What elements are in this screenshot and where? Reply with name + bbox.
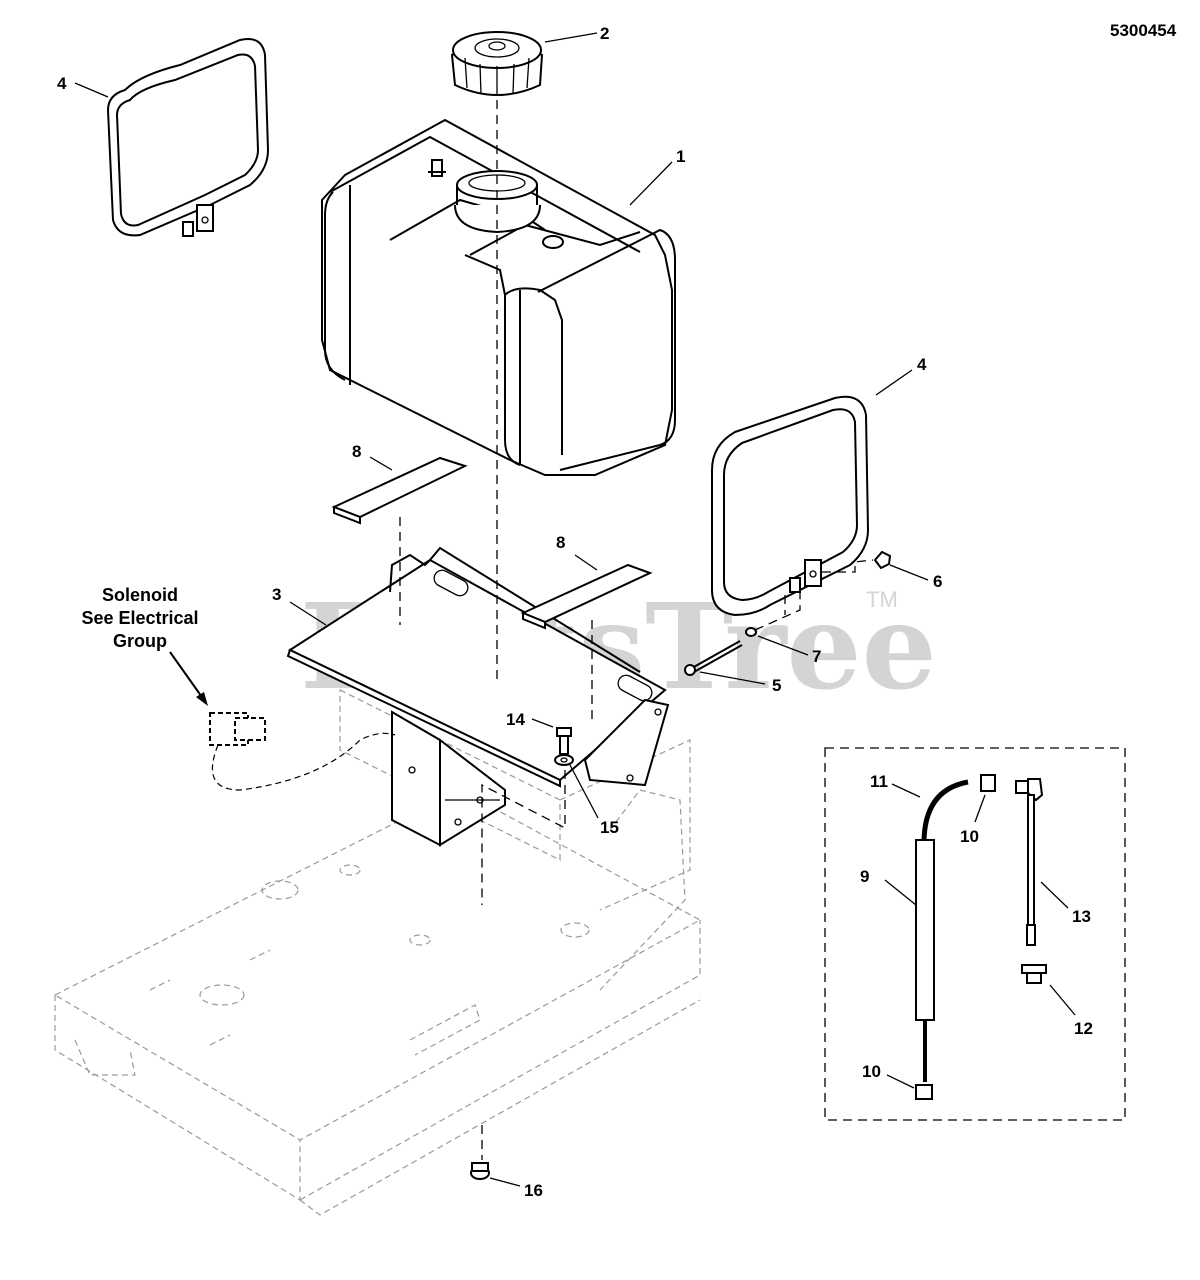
note-line-2: See Electrical	[81, 608, 198, 628]
leader-lines	[74, 32, 1076, 1187]
callout-16: 16	[524, 1181, 543, 1200]
tank-pads	[331, 456, 653, 630]
tank-strap-right	[711, 395, 870, 617]
callout-15: 15	[600, 818, 619, 837]
watermark-tm: TM	[866, 587, 898, 612]
callout-10-top: 10	[960, 827, 979, 846]
sender-kit	[824, 747, 1126, 1121]
callout-7: 7	[812, 647, 821, 666]
chassis-outline	[53, 689, 702, 1216]
fuel-tank	[321, 118, 676, 476]
callout-13: 13	[1072, 907, 1091, 926]
callout-2: 2	[600, 24, 609, 43]
callout-4-right: 4	[917, 355, 927, 374]
callout-10-bottom: 10	[862, 1062, 881, 1081]
callout-8-left: 8	[352, 442, 361, 461]
callout-14: 14	[506, 710, 525, 729]
pad-left	[331, 456, 468, 519]
note-line-1: Solenoid	[102, 585, 178, 605]
callout-1: 1	[676, 147, 685, 166]
callout-8-right: 8	[556, 533, 565, 552]
tank-mounting-plate	[286, 546, 670, 788]
document-id: 5300454	[1110, 21, 1177, 40]
solenoid-note: Solenoid See Electrical Group	[81, 585, 198, 651]
callout-12: 12	[1074, 1019, 1093, 1038]
note-line-3: Group	[113, 631, 167, 651]
solenoid	[209, 712, 396, 791]
callout-4-left: 4	[57, 74, 67, 93]
callout-6: 6	[933, 572, 942, 591]
hardware	[470, 550, 892, 1180]
tank-strap-left	[106, 38, 270, 237]
callout-11: 11	[870, 772, 888, 791]
callout-9: 9	[860, 867, 869, 886]
callout-5: 5	[772, 676, 781, 695]
callout-3: 3	[272, 585, 281, 604]
tank-support-bracket	[391, 710, 506, 847]
fuel-cap	[450, 31, 544, 96]
callouts: 2 1 4 4 8 8 3 6 7 5 14 15 16 11 10 9 13 …	[57, 24, 1093, 1200]
assembly-lines	[399, 100, 874, 1160]
